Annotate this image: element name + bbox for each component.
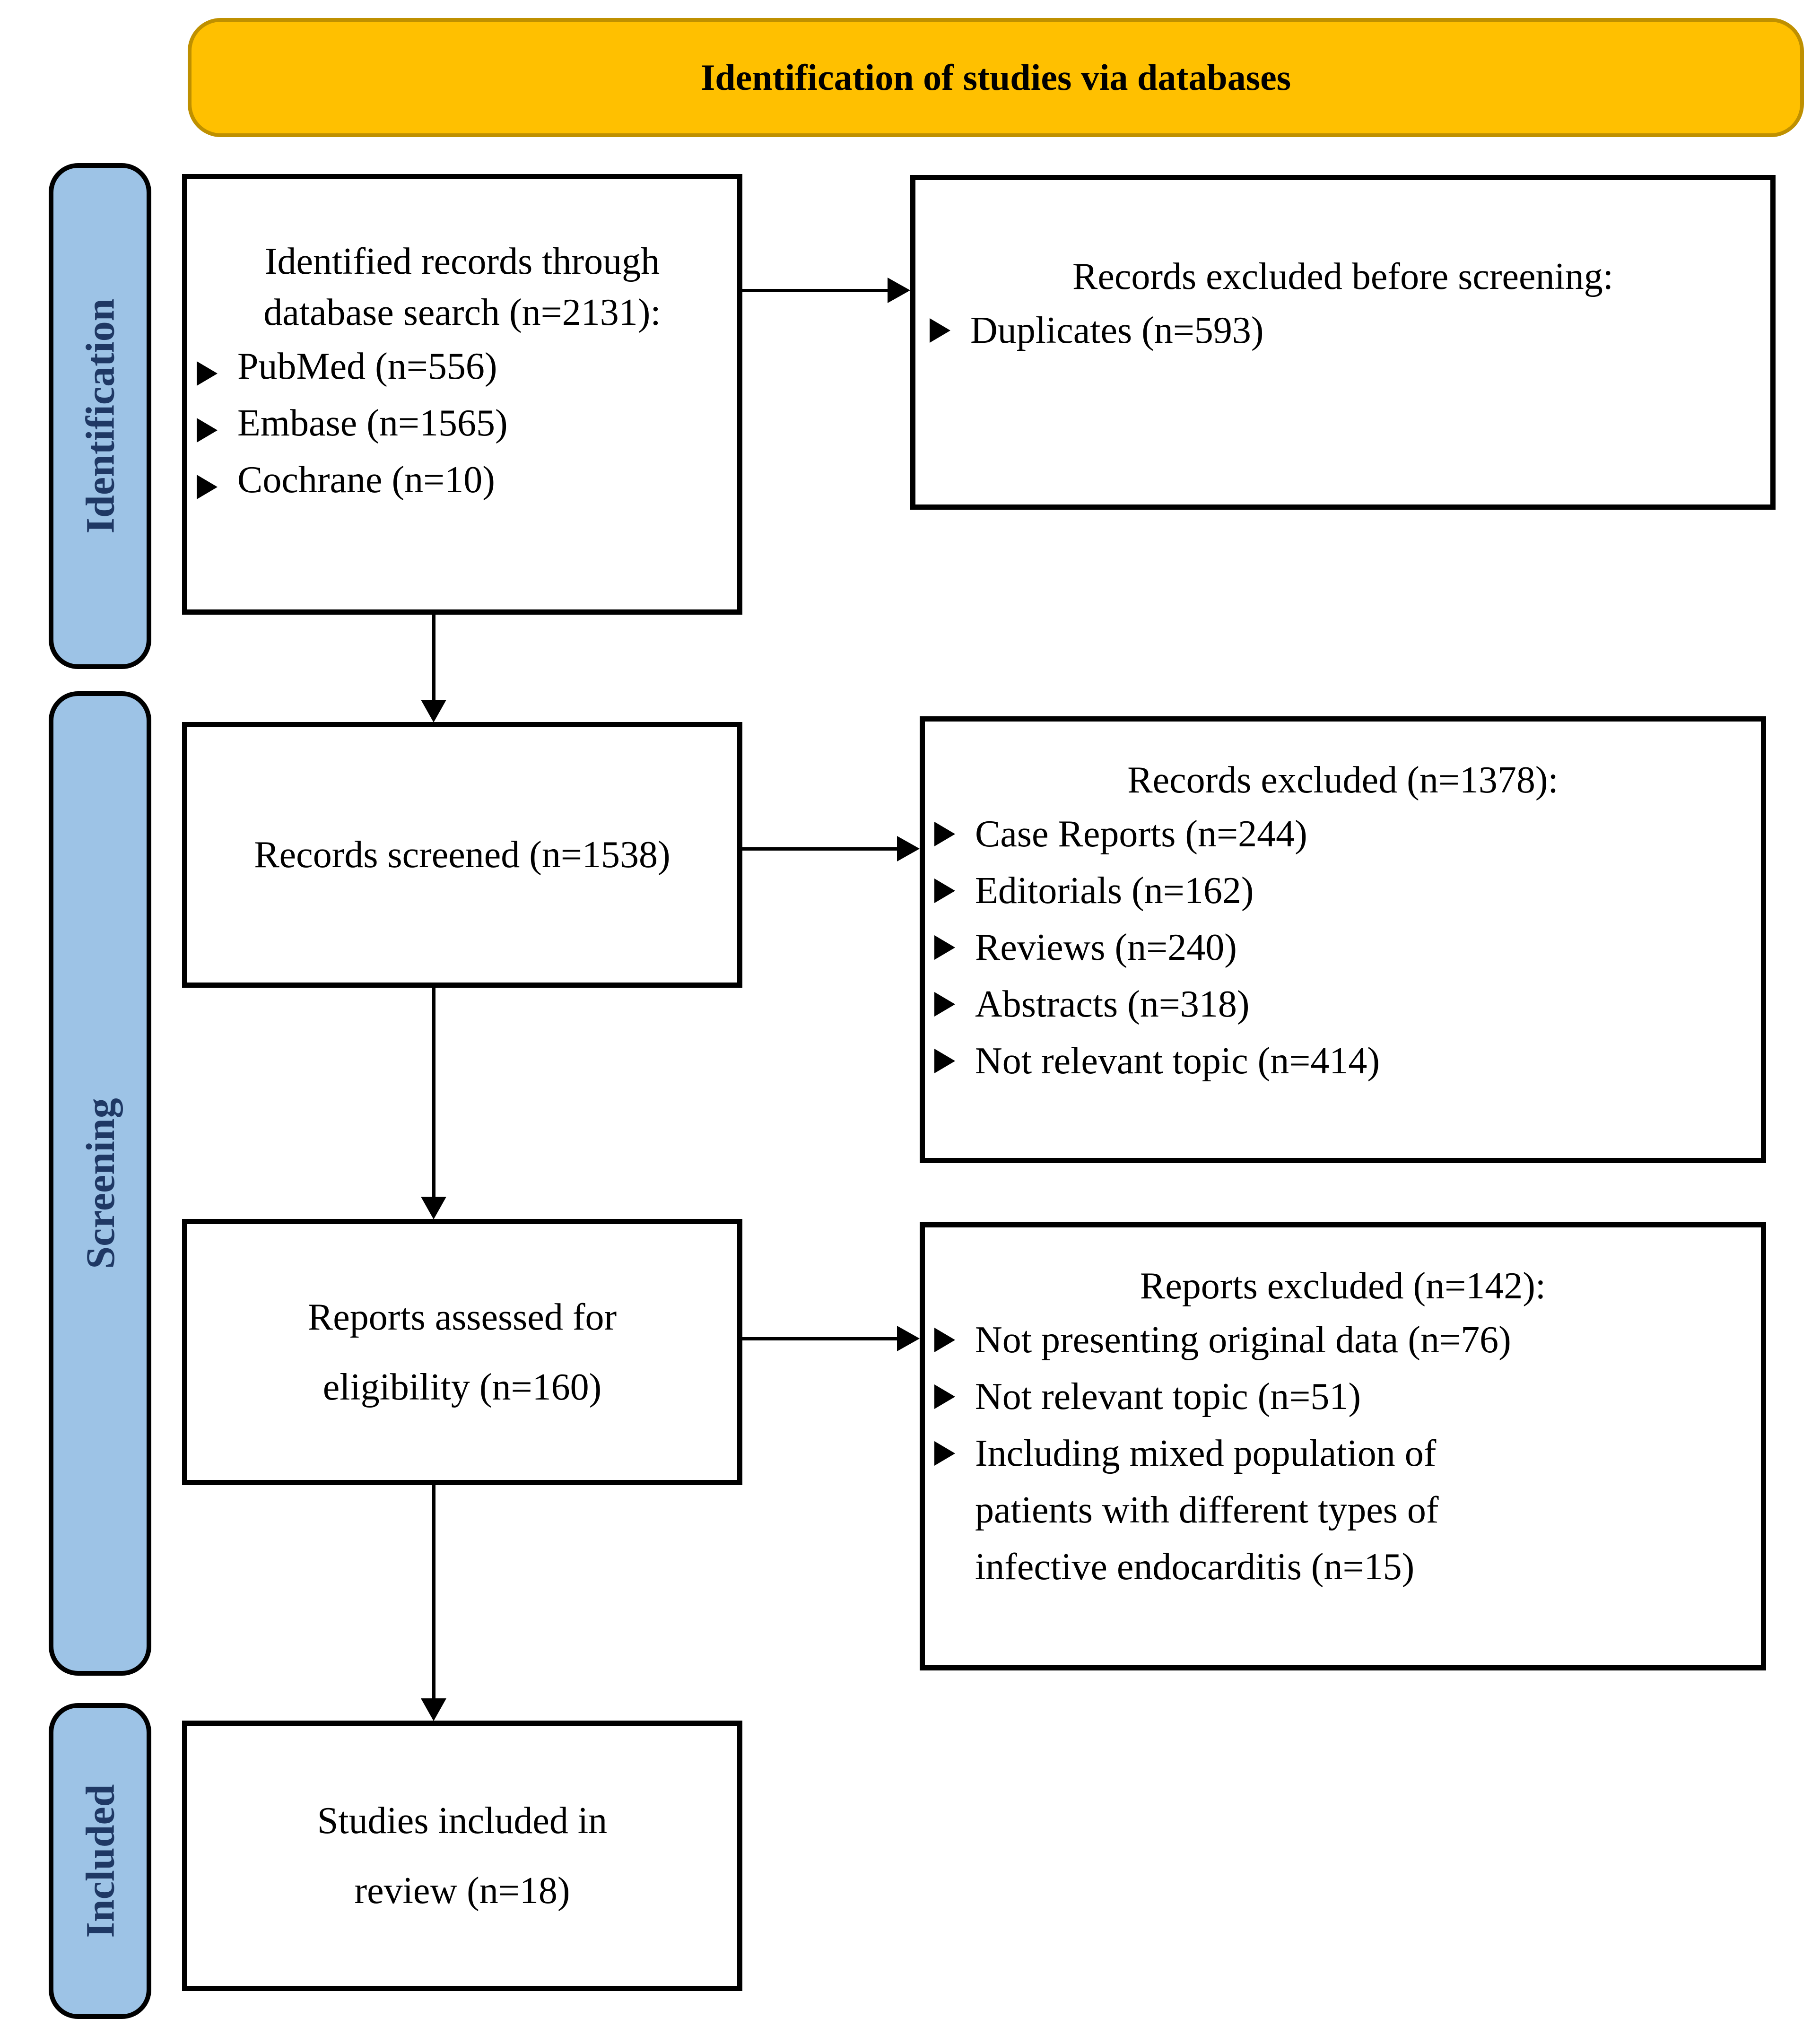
arrow-assessed-to-excluded (742, 1337, 897, 1340)
studies-included-box: Studies included in review (n=18) (182, 1721, 742, 1991)
bullet-arrow-icon (934, 1384, 955, 1409)
database-list: PubMed (n=556) Embase (n=1565) Cochrane … (197, 338, 728, 508)
arrowhead-down-icon (421, 1197, 446, 1219)
stage-included: Included (49, 1703, 151, 2019)
records-screened-title: Records screened (n=1538) (254, 834, 671, 876)
title-line: Identified records through (264, 241, 660, 282)
list-item: Not relevant topic (n=414) (934, 1033, 1751, 1089)
stage-screening: Screening (49, 691, 151, 1676)
list-item-text: Not relevant topic (n=414) (975, 1040, 1380, 1082)
excluded-before-screening-box: Records excluded before screening: Dupli… (910, 175, 1776, 510)
bullet-arrow-icon (197, 361, 218, 386)
stage-screening-label: Screening (77, 1098, 123, 1269)
stage-identification: Identification (49, 163, 151, 669)
list-item-text: Embase (n=1565) (237, 402, 508, 444)
list-item: Cochrane (n=10) (197, 452, 728, 508)
bullet-arrow-icon (934, 1049, 955, 1073)
title-line: Studies included in (317, 1800, 608, 1842)
stage-included-label: Included (77, 1784, 123, 1938)
list-item-text: Abstracts (n=318) (975, 983, 1250, 1025)
arrowhead-right-icon (897, 836, 920, 861)
title-line: database search (n=2131): (263, 292, 661, 333)
reports-excluded-title: Reports excluded (n=142): (1140, 1265, 1546, 1307)
list-item-text: Including mixed population of patients w… (975, 1425, 1439, 1595)
list-item: Not relevant topic (n=51) (934, 1368, 1751, 1425)
stage-identification-label: Identification (77, 298, 123, 534)
reports-excluded-box: Reports excluded (n=142): Not presenting… (920, 1222, 1766, 1670)
list-item-text: Reviews (n=240) (975, 927, 1237, 968)
records-excluded-list: Case Reports (n=244) Editorials (n=162) … (934, 806, 1751, 1089)
banner-title-text: Identification of studies via databases (700, 57, 1291, 98)
reports-assessed-title: Reports assessed for eligibility (n=160) (308, 1282, 617, 1422)
arrow-screened-to-excluded (742, 847, 897, 851)
list-item-text: Cochrane (n=10) (237, 459, 495, 501)
bullet-arrow-icon (934, 1441, 955, 1466)
arrow-identified-to-excluded (742, 289, 888, 292)
identified-records-title: Identified records through database sear… (197, 236, 728, 338)
list-item: Including mixed population of patients w… (934, 1425, 1751, 1595)
list-item: Abstracts (n=318) (934, 976, 1751, 1033)
studies-included-title: Studies included in review (n=18) (317, 1786, 607, 1926)
records-excluded-title: Records excluded (n=1378): (1127, 759, 1559, 801)
bullet-arrow-icon (197, 475, 218, 499)
list-item: PubMed (n=556) (197, 338, 728, 395)
arrowhead-right-icon (888, 278, 910, 303)
reports-assessed-box: Reports assessed for eligibility (n=160) (182, 1219, 742, 1485)
bullet-arrow-icon (934, 878, 955, 903)
excluded-before-screening-title: Records excluded before screening: (1072, 256, 1613, 297)
list-item: Embase (n=1565) (197, 395, 728, 452)
bullet-arrow-icon (930, 318, 950, 343)
arrow-assessed-to-included (432, 1485, 435, 1698)
title-line: Reports assessed for (307, 1296, 617, 1338)
list-item: Case Reports (n=244) (934, 806, 1751, 862)
bullet-arrow-icon (934, 992, 955, 1017)
title-line: review (n=18) (354, 1870, 570, 1912)
list-item: Editorials (n=162) (934, 862, 1751, 919)
list-item-text: Not presenting original data (n=76) (975, 1319, 1511, 1361)
list-item-text: Editorials (n=162) (975, 870, 1254, 912)
arrow-identified-to-screened (432, 615, 435, 701)
title-line: eligibility (n=160) (322, 1366, 602, 1408)
list-item-text: Not relevant topic (n=51) (975, 1376, 1361, 1418)
list-item-text: Case Reports (n=244) (975, 813, 1307, 855)
bullet-arrow-icon (197, 418, 218, 443)
records-screened-box: Records screened (n=1538) (182, 722, 742, 988)
list-item: Duplicates (n=593) (930, 302, 1756, 359)
list-item-text: Duplicates (n=593) (970, 310, 1264, 351)
list-item: Not presenting original data (n=76) (934, 1312, 1751, 1368)
list-item: Reviews (n=240) (934, 919, 1751, 976)
arrowhead-down-icon (421, 1698, 446, 1721)
bullet-arrow-icon (934, 822, 955, 846)
list-item-line: infective endocarditis (n=15) (975, 1546, 1415, 1588)
bullet-arrow-icon (934, 1328, 955, 1352)
identified-records-box: Identified records through database sear… (182, 174, 742, 615)
banner-title: Identification of studies via databases (188, 18, 1804, 137)
bullet-arrow-icon (934, 935, 955, 960)
list-item-text: PubMed (n=556) (237, 346, 497, 387)
excluded-before-screening-list: Duplicates (n=593) (930, 302, 1756, 359)
list-item-line: Including mixed population of (975, 1433, 1437, 1474)
records-excluded-box: Records excluded (n=1378): Case Reports … (920, 716, 1766, 1163)
list-item-line: patients with different types of (975, 1489, 1439, 1531)
arrowhead-right-icon (897, 1326, 920, 1351)
arrowhead-down-icon (421, 700, 446, 722)
arrow-screened-to-assessed (432, 988, 435, 1197)
reports-excluded-list: Not presenting original data (n=76) Not … (934, 1312, 1751, 1595)
